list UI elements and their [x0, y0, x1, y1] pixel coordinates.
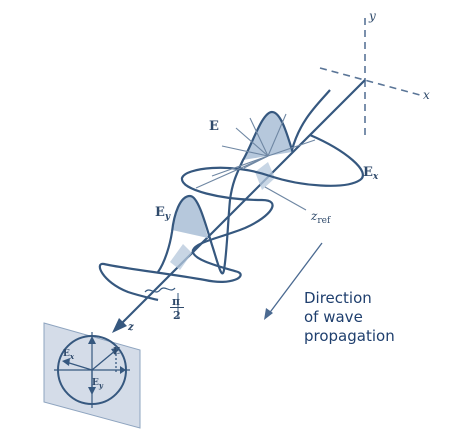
caption-line-3: propagation: [304, 327, 395, 345]
e-arrow-3: [221, 145, 269, 157]
inset-rotation-head-right: [120, 366, 126, 374]
ey-label: Ey: [155, 206, 170, 222]
inset-e-head: [111, 347, 120, 355]
e-label: E: [209, 119, 219, 134]
field-arrows: [195, 113, 316, 189]
zref-label-sub: ref: [317, 216, 331, 226]
inset-panel: [43, 322, 141, 429]
phase-bracket: [144, 287, 176, 293]
e-arrow-2: [249, 117, 269, 157]
inset-ey-sub: y: [98, 381, 103, 390]
ex-label: Ex: [363, 166, 378, 182]
e-arrow-4: [267, 113, 287, 157]
inset-arrowheads: [62, 336, 126, 395]
z-axis-arrowhead: [112, 318, 127, 333]
inset-vectors: [65, 349, 117, 390]
direction-arrow-line: [267, 242, 323, 316]
ey-lobe-top: [243, 112, 292, 160]
pi-label: π: [172, 295, 181, 308]
zref-label-base: z: [311, 209, 318, 223]
ey-wave: [157, 89, 331, 275]
inset-ex-vector: [65, 361, 93, 371]
inset-e-label: E: [113, 347, 120, 357]
ey-lobes: [172, 112, 292, 238]
inset-e-vector: [91, 349, 117, 371]
coordinate-axes: [319, 18, 421, 140]
propagation-caption: Direction of wave propagation: [304, 289, 424, 346]
ey-lobe-bottom: [172, 195, 208, 238]
e-arrow-5: [267, 139, 316, 157]
inset-ex-sub: x: [69, 352, 75, 361]
ex-label-sub: x: [372, 172, 379, 182]
ey-label-base: E: [155, 205, 165, 220]
inset-ex-label: Ex: [63, 349, 75, 361]
x-axis: [319, 67, 421, 96]
inset-ey-head: [88, 387, 96, 395]
inset-ey-base: E: [92, 378, 99, 388]
e-arrow-8: [195, 155, 269, 189]
ex-label-base: E: [363, 165, 373, 180]
inset-ey-label: Ey: [92, 378, 103, 390]
ex-bands: [170, 162, 275, 270]
z-axis-label: z: [128, 322, 134, 333]
ex-wave: [98, 133, 364, 302]
e-arrow-7: [211, 155, 269, 177]
x-axis-label: x: [423, 88, 430, 102]
ey-label-sub: y: [164, 212, 171, 222]
two-label: 2: [173, 309, 181, 322]
ex-band-2: [170, 244, 192, 270]
zref-label: zref: [311, 210, 330, 226]
inset-rotation-head-top: [88, 336, 96, 344]
caption-line-2: of wave: [304, 308, 363, 326]
pi-over-two-bar: [170, 307, 184, 308]
inset-ex-base: E: [63, 349, 70, 359]
ex-band-1: [255, 162, 275, 190]
direction-arrow-head: [264, 308, 273, 320]
zref-pointer: [264, 186, 307, 211]
y-axis-label: y: [369, 9, 376, 23]
propagation-axis: [112, 79, 366, 333]
inset-ex-head: [62, 358, 70, 366]
caption-line-1: Direction: [304, 289, 372, 307]
e-arrow-1: [235, 127, 269, 157]
z-axis-line: [121, 79, 366, 324]
direction-arrow: [264, 242, 323, 320]
